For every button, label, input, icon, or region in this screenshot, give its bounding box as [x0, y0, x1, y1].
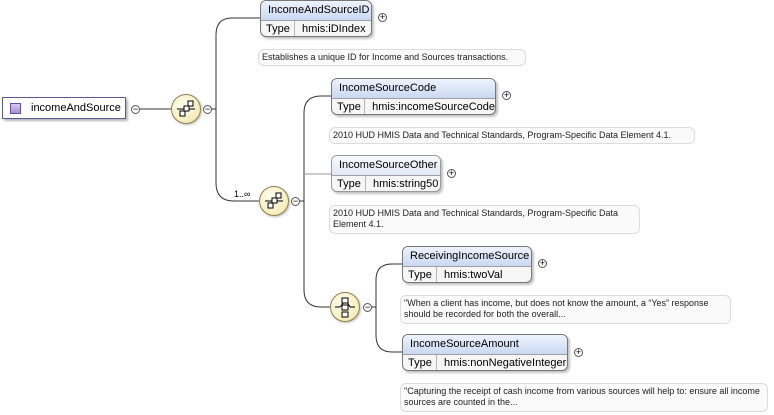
element-name: IncomeSourceOther — [332, 156, 440, 176]
type-key: Type — [403, 267, 437, 282]
choice-glyph — [335, 297, 355, 318]
sequence-compositor-icon[interactable] — [259, 186, 289, 216]
element-name: IncomeSourceCode — [332, 79, 495, 99]
element-incomesourceother[interactable]: IncomeSourceOther Type hmis:string50 — [331, 155, 441, 192]
element-name: IncomeSourceAmount — [403, 335, 567, 355]
root-collapse-toggle[interactable]: − — [131, 104, 140, 114]
expand-toggle-incomesourcecode[interactable]: + — [502, 90, 511, 100]
doc-receivingincomesource: "When a client has income, but does not … — [400, 295, 731, 324]
expand-toggle-incomesourceamount[interactable]: + — [574, 347, 583, 357]
element-receivingincomesource[interactable]: ReceivingIncomeSource Type hmis:twoVal — [402, 246, 532, 283]
doc-incomesourcecode: 2010 HUD HMIS Data and Technical Standar… — [329, 127, 695, 144]
element-icon — [10, 102, 21, 114]
cardinality-label: 1..∞ — [234, 189, 251, 199]
root-element-label: incomeAndSource — [31, 102, 121, 114]
element-incomesourceamount[interactable]: IncomeSourceAmount Type hmis:nonNegative… — [402, 334, 568, 371]
expand-toggle-receivingincomesource[interactable]: + — [538, 258, 547, 268]
element-name: IncomeAndSourceID — [261, 1, 371, 21]
type-row: Type hmis:incomeSourceCode — [332, 99, 495, 114]
expand-toggle-incomesourceother[interactable]: + — [447, 168, 456, 178]
doc-incomesourceamount: "Capturing the receipt of cash income fr… — [400, 383, 768, 412]
element-incomesourcecode[interactable]: IncomeSourceCode Type hmis:incomeSourceC… — [331, 78, 496, 115]
sequence-collapse-toggle[interactable]: − — [291, 196, 300, 206]
choice-collapse-toggle[interactable]: − — [363, 302, 372, 312]
doc-incomesourceother: 2010 HUD HMIS Data and Technical Standar… — [329, 205, 640, 234]
sequence-compositor-icon[interactable] — [171, 94, 201, 124]
sequence-collapse-toggle[interactable]: − — [203, 104, 212, 114]
type-row: Type hmis:iDIndex — [261, 21, 371, 36]
type-key: Type — [261, 21, 295, 36]
choice-compositor-icon[interactable] — [330, 292, 360, 322]
type-row: Type hmis:string50 — [332, 176, 440, 191]
type-key: Type — [403, 355, 437, 370]
type-value: hmis:twoVal — [444, 269, 503, 281]
sequence-glyph — [177, 100, 195, 117]
type-value: hmis:string50 — [373, 178, 439, 190]
sequence-glyph — [265, 192, 283, 209]
element-name: ReceivingIncomeSource — [403, 247, 531, 267]
type-row: Type hmis:nonNegativeInteger — [403, 355, 567, 370]
type-value: hmis:iDIndex — [302, 23, 366, 35]
element-incomeandsourceid[interactable]: IncomeAndSourceID Type hmis:iDIndex — [260, 0, 372, 37]
type-key: Type — [332, 176, 366, 191]
root-element-incomeandsource[interactable]: incomeAndSource — [2, 97, 126, 119]
type-value: hmis:incomeSourceCode — [372, 101, 495, 113]
type-key: Type — [332, 99, 366, 114]
expand-toggle-incomeandsourceid[interactable]: + — [378, 12, 387, 22]
type-value: hmis:nonNegativeInteger — [444, 357, 567, 369]
doc-incomeandsourceid: Establishes a unique ID for Income and S… — [258, 49, 526, 66]
type-row: Type hmis:twoVal — [403, 267, 531, 282]
